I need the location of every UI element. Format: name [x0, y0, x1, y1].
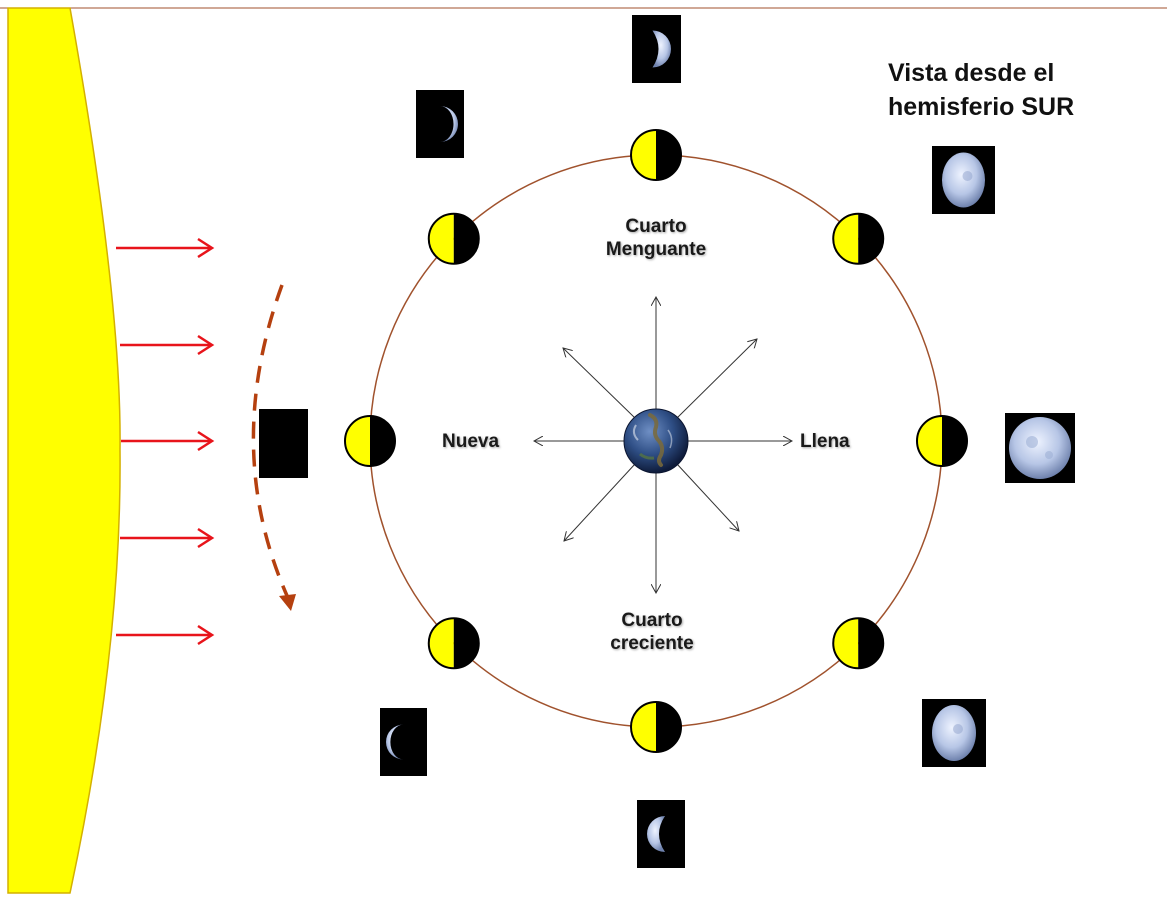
earth-icon [623, 408, 689, 474]
view-title-line-1: Vista desde el [888, 59, 1055, 87]
sunlight-arrow [116, 237, 215, 259]
sunlight-arrow [120, 334, 215, 356]
moon-phase-icons [344, 129, 968, 753]
label-cuarto-menguante-line-1: Cuarto [625, 216, 687, 237]
moon-phase-icon [344, 415, 396, 467]
moon-photo-bottom-left [380, 708, 427, 776]
sun-icon [7, 7, 121, 894]
sunlight-arrow [120, 527, 215, 549]
direction-arrows [534, 297, 792, 593]
moon-photo-bottom [637, 800, 685, 868]
view-title: Vista desde el hemisferio SUR [888, 56, 1128, 124]
sunlight-arrow [121, 430, 215, 452]
sunlight-arrow [116, 624, 215, 646]
moon-phase-icon [427, 212, 480, 265]
label-cuarto-creciente-line-2: creciente [610, 633, 694, 654]
moon-photo-top-right [932, 146, 995, 214]
moon-photos [380, 15, 1075, 868]
orbit-direction-arrow [251, 284, 296, 611]
label-nueva: Nueva [442, 431, 500, 452]
moon-photo-new [259, 409, 308, 478]
label-cuarto-creciente: Cuarto creciente [562, 609, 742, 655]
moon-photo-full [1005, 413, 1075, 483]
moon-photo-top [632, 15, 681, 83]
moon-phase-icon [630, 129, 682, 181]
moon-photo-top-left [416, 90, 464, 158]
label-cuarto-menguante-line-2: Menguante [605, 239, 707, 260]
label-llena: Llena [800, 431, 850, 452]
view-title-line-2: hemisferio SUR [888, 93, 1075, 121]
moon-phase-icon [630, 701, 682, 753]
moon-phase-icon [427, 617, 480, 670]
label-cuarto-menguante: Cuarto Menguante [566, 215, 746, 261]
sunlight-arrows [116, 237, 215, 646]
moon-phase-icon [832, 212, 885, 265]
label-cuarto-creciente-line-1: Cuarto [621, 610, 683, 631]
moon-phase-icon [832, 617, 885, 670]
moon-photo-bottom-right [922, 699, 986, 767]
moon-phase-icon [916, 415, 968, 467]
